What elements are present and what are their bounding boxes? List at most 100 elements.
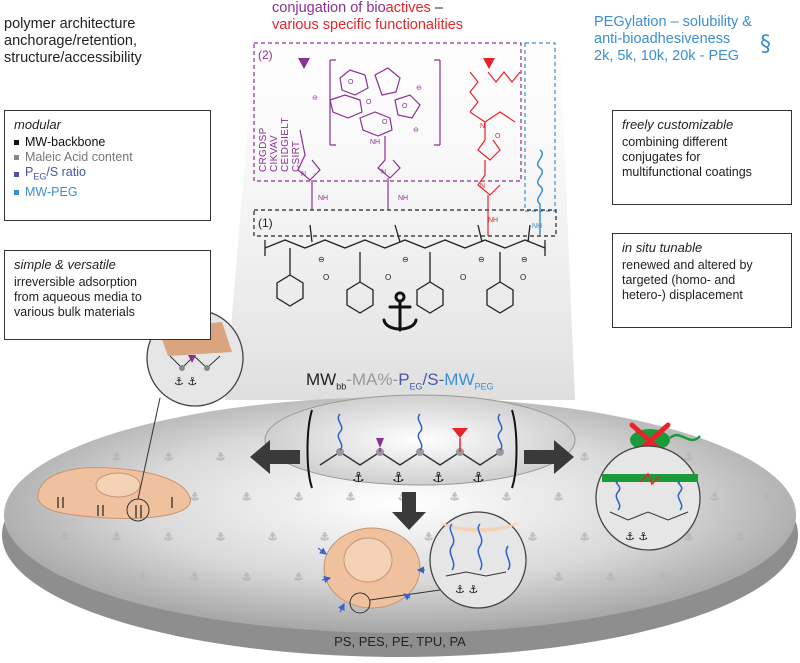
pattern-anchor-icon: ⚓ (164, 532, 173, 543)
pattern-anchor-icon: ⚓ (450, 492, 459, 503)
simple-heading: simple & versatile (14, 257, 116, 272)
coating-strand: ⚓⚓⚓⚓ (306, 409, 518, 489)
center-title: conjugation of bioactives – various spec… (272, 0, 463, 34)
peg-squiggle-icon: § (760, 32, 771, 57)
peptide-2: CIKVAV (269, 135, 280, 172)
svg-text:⚓ ⚓: ⚓ ⚓ (174, 375, 197, 388)
simple-line3: various bulk materials (14, 305, 135, 319)
bioactive-box (253, 42, 522, 182)
tunable-line2: targeted (homo- and (622, 273, 736, 287)
step2-label: (2) (258, 48, 273, 62)
custom-box: freely customizable combining different … (612, 110, 792, 205)
svg-text:⊖: ⊖ (521, 255, 528, 264)
svg-text:O: O (520, 273, 526, 282)
svg-text:⊖: ⊖ (318, 255, 325, 264)
tunable-heading: in situ tunable (622, 240, 703, 255)
left-title-line1: polymer architecture (4, 16, 136, 32)
bullet-icon (14, 189, 19, 195)
peptide-4: CSIRT (291, 140, 302, 172)
svg-text:O: O (460, 273, 466, 282)
pattern-anchor-icon: ⚓ (684, 532, 693, 543)
pattern-anchor-icon: ⚓ (502, 492, 511, 503)
backbone-box (253, 209, 557, 237)
projection-beam (225, 40, 575, 400)
svg-text:⊖: ⊖ (312, 95, 318, 102)
bullet-icon (14, 140, 19, 145)
left-title-line2: anchorage/retention, (4, 33, 138, 49)
center-title-part-a: conjugation of bio (272, 0, 386, 16)
modular-item-mwpeg: MW-PEG (25, 184, 78, 199)
pattern-anchor-icon: ⚓ (294, 492, 303, 503)
pattern-anchor-icon: ⚓ (216, 452, 225, 463)
bacteria-scene: ⚓ ⚓ (595, 422, 701, 551)
pattern-anchor-icon: ⚓ (684, 452, 693, 463)
svg-text:⊖: ⊖ (478, 255, 485, 264)
svg-text:NH: NH (318, 195, 328, 202)
modular-item-ratio: PEG/S ratio (25, 165, 86, 182)
svg-text:⊖: ⊖ (413, 127, 419, 134)
tunable-line1: renewed and altered by (622, 258, 753, 272)
pattern-anchor-icon: ⚓ (528, 532, 537, 543)
pattern-anchor-icon: ⚓ (346, 492, 355, 503)
svg-text:N: N (480, 183, 485, 190)
svg-text:⊖: ⊖ (416, 85, 422, 92)
custom-line2: conjugates for (622, 150, 701, 164)
right-title-line1: PEGylation – solubility & (594, 14, 752, 30)
pattern-anchor-icon: ⚓ (112, 452, 121, 463)
modular-heading: modular (14, 117, 61, 132)
svg-text:O: O (323, 273, 329, 282)
simple-line2: from aqueous media to (14, 290, 142, 304)
right-title: PEGylation – solubility & anti-bioadhesi… (594, 14, 752, 65)
pattern-anchor-icon: ⚓ (294, 572, 303, 583)
svg-text:N: N (381, 169, 386, 176)
custom-line3: multifunctional coatings (622, 165, 752, 179)
pattern-anchor-icon: ⚓ (112, 532, 121, 543)
polymer-formula: MWbb-MA%-PEG/S-MWPEG (306, 370, 494, 392)
pattern-anchor-icon: ⚓ (216, 532, 225, 543)
svg-text:O: O (495, 133, 501, 140)
anchor-icon (382, 291, 418, 332)
peptide-list: CRGDSP CIKVAV CEIDGIELT CSIRT (258, 62, 302, 172)
pattern-anchor-icon: ⚓ (190, 492, 199, 503)
pattern-anchor-icon: ⚓ (242, 572, 251, 583)
purple-triangle-icon (298, 58, 310, 69)
bullet-icon (14, 172, 19, 178)
pattern-anchor-icon: ⚓ (268, 532, 277, 543)
pattern-anchor-icon: ⚓ (320, 532, 329, 543)
pattern-anchor-icon: ⚓ (424, 532, 433, 543)
red-triangle-icon (483, 58, 495, 69)
right-title-line2: anti-bioadhesiveness (594, 31, 731, 47)
pattern-anchor-icon: ⚓ (554, 572, 563, 583)
simple-box: simple & versatile irreversible adsorpti… (4, 250, 211, 340)
pattern-anchor-icon: ⚓ (606, 572, 615, 583)
svg-text:⚓: ⚓ (432, 470, 445, 486)
pattern-anchor-icon: ⚓ (60, 532, 69, 543)
peptide-3: CEIDGIELT (280, 117, 291, 172)
pattern-anchor-icon: ⚓ (190, 572, 199, 583)
simple-line1: irreversible adsorption (14, 275, 137, 289)
modular-item-maleic: Maleic Acid content (25, 150, 133, 164)
svg-text:N: N (301, 171, 306, 178)
svg-text:O: O (382, 119, 388, 126)
pattern-anchor-icon: ⚓ (554, 492, 563, 503)
peptide-1: CRGDSP (258, 127, 269, 172)
left-title: polymer architecture anchorage/retention… (4, 16, 142, 67)
custom-line1: combining different (622, 135, 728, 149)
svg-text:⚓: ⚓ (472, 470, 485, 486)
pattern-anchor-icon: ⚓ (164, 452, 173, 463)
bullet-icon (14, 155, 19, 160)
pattern-anchor-icon: ⚓ (710, 492, 719, 503)
svg-text:NH: NH (370, 139, 380, 146)
pattern-anchor-icon: ⚓ (762, 492, 771, 503)
svg-text:⚓ ⚓: ⚓ ⚓ (455, 583, 478, 596)
svg-text:O: O (402, 103, 408, 110)
svg-text:NH: NH (488, 217, 498, 224)
cell-repel-scene: ⚓ ⚓ (317, 511, 527, 614)
pattern-anchor-icon: ⚓ (736, 532, 745, 543)
right-title-line3: 2k, 5k, 10k, 20k - PEG (594, 48, 740, 64)
direction-arrows (250, 440, 574, 530)
step1-label: (1) (258, 216, 273, 230)
pattern-anchor-icon: ⚓ (580, 452, 589, 463)
